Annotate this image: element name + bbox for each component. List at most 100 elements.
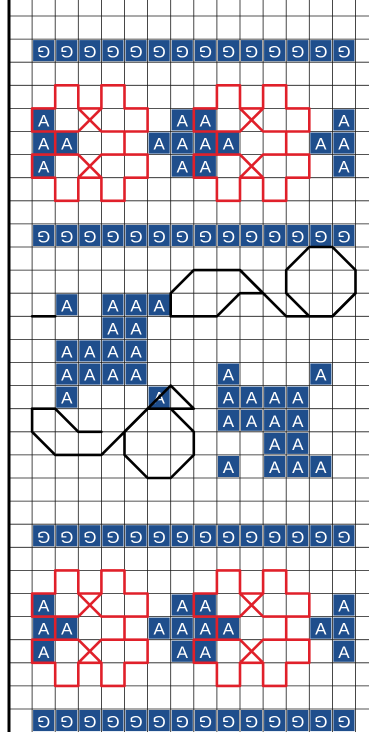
stitch-symbol: A (338, 111, 350, 130)
stitch-symbol: G (199, 527, 212, 546)
stitch-symbol: A (130, 296, 142, 315)
stitch-symbol: A (200, 158, 212, 177)
stitch-symbol: G (129, 712, 142, 731)
stitch-symbol: A (107, 342, 119, 361)
stitch-symbol: G (268, 42, 281, 61)
stitch-symbol: A (246, 412, 258, 431)
stitch-symbol: A (292, 458, 304, 477)
stitch-symbol: G (83, 712, 96, 731)
stitch-symbol: G (129, 42, 142, 61)
stitch-symbol: G (337, 527, 350, 546)
stitch-symbol: A (200, 597, 212, 616)
stitch-symbol: A (107, 319, 119, 338)
stitch-symbol: A (177, 111, 189, 130)
stitch-symbol: A (107, 366, 119, 385)
stitch-symbol: G (106, 712, 119, 731)
stitch-symbol: G (222, 227, 235, 246)
stitch-symbol: A (38, 158, 50, 177)
stitch-symbol: A (292, 389, 304, 408)
stitch-symbol: G (176, 527, 189, 546)
stitch-symbol: G (153, 42, 166, 61)
stitch-symbol: G (245, 227, 258, 246)
stitch-symbol: A (200, 643, 212, 662)
stitch-symbol: A (177, 643, 189, 662)
stitch-symbol: A (177, 620, 189, 639)
stitch-symbol: A (223, 412, 235, 431)
stitch-symbol: A (38, 597, 50, 616)
stitch-symbol: G (83, 527, 96, 546)
stitch-symbol: A (338, 135, 350, 154)
stitch-symbol: G (222, 527, 235, 546)
stitch-symbol: A (200, 135, 212, 154)
stitch-symbol: A (223, 366, 235, 385)
stitch-symbol: A (130, 319, 142, 338)
stitch-symbol: G (245, 527, 258, 546)
stitch-symbol: G (268, 527, 281, 546)
stitch-symbol: G (83, 227, 96, 246)
black-scroll-motif (286, 247, 355, 316)
stitch-symbol: A (315, 620, 327, 639)
stitch-symbol: G (60, 227, 73, 246)
stitch-symbol: A (153, 135, 165, 154)
black-scroll-motif (32, 409, 101, 432)
stitch-symbol: G (60, 712, 73, 731)
stitch-symbol: A (223, 389, 235, 408)
stitch-symbol: G (291, 527, 304, 546)
stitch-symbol: A (177, 597, 189, 616)
stitch-symbol: G (268, 227, 281, 246)
stitch-symbol: A (130, 342, 142, 361)
stitch-symbol: A (107, 296, 119, 315)
stitch-symbol: G (291, 42, 304, 61)
stitch-symbol: G (199, 42, 212, 61)
stitch-symbol: G (314, 227, 327, 246)
stitch-symbol: A (223, 135, 235, 154)
stitch-symbol: G (37, 227, 50, 246)
stitch-symbol: G (106, 227, 119, 246)
stitch-symbol: A (153, 296, 165, 315)
stitch-symbol: G (106, 42, 119, 61)
stitch-symbol: A (223, 620, 235, 639)
stitch-symbol: A (200, 111, 212, 130)
stitch-symbol: A (338, 643, 350, 662)
stitch-symbol: G (176, 42, 189, 61)
stitch-symbol: G (337, 42, 350, 61)
stitch-symbol: A (177, 158, 189, 177)
stitch-symbol: A (177, 135, 189, 154)
stitch-symbol: A (38, 643, 50, 662)
stitch-symbol: G (153, 227, 166, 246)
stitch-symbol: G (83, 42, 96, 61)
stitch-symbol: A (223, 458, 235, 477)
stitch-symbol: G (222, 712, 235, 731)
stitch-symbol: A (246, 389, 258, 408)
stitch-symbol: G (245, 712, 258, 731)
stitch-symbol: A (269, 458, 281, 477)
stitch-symbol: A (61, 296, 73, 315)
stitch-symbol: A (38, 620, 50, 639)
stitch-symbol: A (61, 620, 73, 639)
stitch-symbol: A (38, 135, 50, 154)
stitch-symbol: G (268, 712, 281, 731)
stitch-symbol: A (315, 366, 327, 385)
stitch-symbol: A (38, 111, 50, 130)
stitch-symbol: A (269, 412, 281, 431)
stitch-symbol: A (292, 412, 304, 431)
stitch-symbol: G (291, 227, 304, 246)
stitch-symbol: G (245, 42, 258, 61)
stitch-symbol: G (153, 712, 166, 731)
stitch-symbol: G (129, 227, 142, 246)
stitch-symbol: A (61, 389, 73, 408)
stitch-symbol: G (337, 712, 350, 731)
stitch-symbol: A (338, 597, 350, 616)
stitch-symbol: A (315, 458, 327, 477)
stitch-symbol: G (291, 712, 304, 731)
stitch-symbol: A (269, 389, 281, 408)
stitch-symbol: G (314, 712, 327, 731)
stitch-symbol: G (129, 527, 142, 546)
stitch-symbol: A (269, 435, 281, 454)
stitch-symbol: G (176, 227, 189, 246)
stitch-symbol: A (200, 620, 212, 639)
stitch-symbol: A (84, 342, 96, 361)
stitch-symbol: G (314, 42, 327, 61)
stitch-symbol: A (315, 135, 327, 154)
